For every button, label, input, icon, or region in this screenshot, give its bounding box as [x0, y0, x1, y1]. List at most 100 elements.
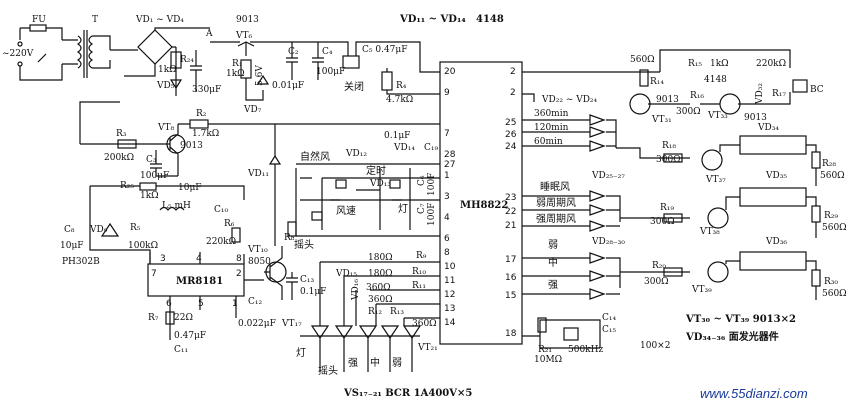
timer-120: 120min [534, 123, 569, 133]
r20-label: R₂₀ [652, 261, 666, 271]
r12-label: R₁₂ [368, 307, 382, 317]
pin-label: 1 [232, 299, 238, 309]
vt17-label: VT₁₇ [281, 319, 302, 329]
off-key-label: 关闭 [344, 80, 364, 93]
led-weak-cycle [589, 204, 606, 216]
c11-value: 0.47μF [174, 331, 206, 341]
pin-label: 26 [505, 130, 517, 140]
pin-label: 8 [444, 248, 450, 258]
c7-value: 100F [427, 203, 437, 226]
vd5-label: VD₅ [156, 81, 175, 91]
r14-value: 560Ω [630, 55, 655, 65]
vd11-symbol [268, 154, 282, 165]
c6-label: C₆ [417, 175, 427, 186]
r30-label: R₃₀ [824, 277, 838, 287]
note-panel: VD₃₄₋₃₆ 面发光器件 [685, 330, 779, 343]
led-120 [589, 126, 606, 138]
r10-value: 180Ω [368, 269, 393, 279]
vd34-label: VD₃₄ [757, 123, 779, 133]
out-lamp: 灯 [296, 347, 306, 359]
r2-value: 1.7kΩ [192, 129, 219, 139]
vt31-type: 9013 [656, 95, 679, 105]
vt8-label: VT₈ [157, 123, 175, 133]
c19-value: 0.1μF [384, 131, 410, 141]
r14-label: R₁₄ [650, 77, 664, 87]
pin-label: 7 [151, 269, 157, 279]
vt18-triac [334, 325, 354, 340]
vt38-label: VT₃₈ [699, 227, 720, 237]
c3-value: 330μF [192, 85, 221, 95]
pin-label: 9 [444, 88, 450, 98]
pin-label: 1 [444, 171, 450, 181]
r25-symbol [139, 182, 157, 191]
vt6-symbol [210, 41, 300, 56]
vt37-label: VT₃₇ [705, 175, 726, 185]
r16-value: 300Ω [676, 107, 701, 117]
r7-label: R₇ [148, 313, 159, 323]
pin-label: 12 [444, 290, 455, 300]
vt17-triac [310, 325, 330, 340]
r6-symbol [231, 227, 241, 243]
pin-label: 2 [510, 88, 516, 98]
led-strong [589, 288, 606, 300]
led-mid [589, 270, 606, 282]
c8-value: 10μF [60, 241, 84, 251]
fuse-symbol [29, 24, 47, 32]
r30-symbol [811, 269, 821, 287]
r13-label: R₁₃ [390, 307, 404, 317]
vd35-label: VD₃₅ [765, 171, 787, 181]
r21-value: 10MΩ [534, 355, 562, 365]
vt33-type: 9013 [744, 113, 767, 123]
r17-label: R₁₇ [772, 89, 786, 99]
vt33-label: VT₃₃ [707, 111, 728, 121]
r4-symbol [381, 71, 393, 91]
pin-label: 13 [444, 304, 455, 314]
cap-value: 100×2 [640, 341, 670, 351]
key-light: 灯 [398, 203, 408, 215]
c19-label: C₁₉ [424, 143, 438, 153]
c8-label: C₈ [64, 225, 75, 235]
r28-value: 560Ω [820, 171, 845, 181]
header-diode-type: 4148 [476, 14, 504, 25]
vd9-label: VD₉ [89, 225, 108, 235]
header-diodes: VD₁₁ ~ VD₁₄ [399, 14, 466, 25]
r15-value: 1kΩ [710, 59, 729, 69]
clock-oscillator: R₂₁ 10MΩ C₁₄ C₁₅ 500kHz 100×2 [522, 313, 670, 365]
r4-label: R₄ [396, 81, 407, 91]
r25-value: 1kΩ [140, 191, 159, 201]
c15-label: C₁₅ [602, 325, 616, 335]
bridge-rectifier [137, 29, 173, 65]
r19-label: R₁₉ [660, 203, 674, 213]
c10-label: C₁₀ [214, 205, 228, 215]
r4-value: 4.7kΩ [386, 95, 413, 105]
pin-label: 4 [196, 254, 202, 264]
speed-group-label: VD₂₈₋₃₀ [591, 237, 625, 247]
r7-value: 22Ω [174, 313, 193, 323]
r7-symbol [165, 311, 175, 325]
r17-value: 220kΩ [756, 59, 786, 69]
key-light-button [389, 179, 401, 189]
pin-label: 5 [198, 299, 204, 309]
r6-label: R₆ [224, 219, 235, 229]
key-matrix: 0.1μF VD₁₄ C₁₉ VD₁₂ 自然风 定时 VD₁₃ 风速 灯 C₆ … [295, 131, 440, 237]
buzzer-label: BC [810, 85, 824, 95]
r1-value: 1kΩ [226, 69, 245, 79]
led-strong-cycle [589, 220, 606, 232]
c6-value: 100F [427, 173, 437, 196]
vd36-label: VD₃₆ [765, 237, 787, 247]
speed-mid: 中 [548, 256, 558, 269]
vd32-label: VD₃₂ [755, 83, 765, 105]
pin-label: 6 [444, 234, 450, 244]
vd7-symbol [256, 74, 270, 85]
mode-weak-cycle: 弱周期风 [536, 197, 576, 209]
l5-label: L₅ mH [162, 201, 191, 211]
c9-value: 10μF [178, 183, 202, 193]
speed-strong: 强 [548, 279, 558, 291]
r24-value: 1kΩ [158, 65, 177, 75]
r30-value: 560Ω [822, 289, 847, 299]
r5-label: R₅ [130, 223, 141, 233]
node-a-label: A [205, 29, 213, 39]
transformer-secondary [88, 35, 94, 69]
footer-triacs: VS₁₇₋₂₁ BCR 1A400V×5 [343, 388, 472, 399]
